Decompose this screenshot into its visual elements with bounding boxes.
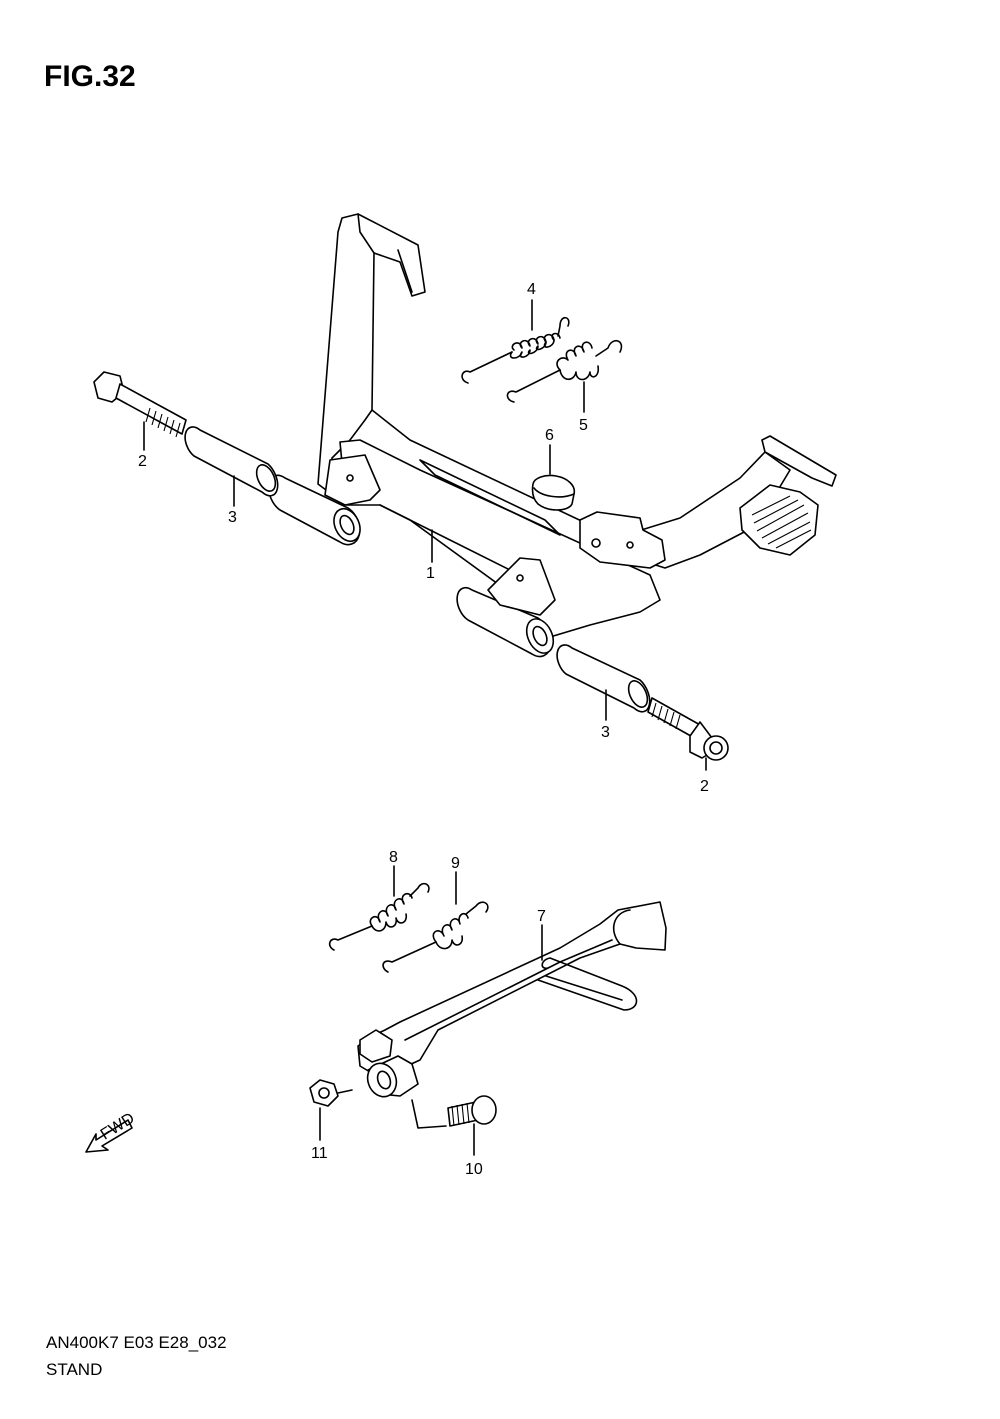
callouts: 1 2 3 4 5 6 3 2 7 8 9 11 10 bbox=[138, 281, 709, 1178]
callout-2-upper: 2 bbox=[138, 453, 147, 470]
callout-3-upper: 3 bbox=[228, 509, 237, 526]
diagram-code: AN400K7 E03 E28_032 bbox=[46, 1333, 227, 1352]
diagram-name: STAND bbox=[46, 1360, 103, 1379]
callout-4: 4 bbox=[527, 281, 536, 298]
fwd-arrow-icon: FWD bbox=[85, 1110, 138, 1153]
cap-6[interactable] bbox=[531, 474, 576, 511]
callout-1: 1 bbox=[426, 565, 435, 582]
bolt-lower[interactable] bbox=[647, 697, 729, 761]
side-stand[interactable] bbox=[357, 901, 667, 1101]
spring-8[interactable] bbox=[328, 882, 430, 951]
nut-11[interactable] bbox=[309, 1079, 339, 1107]
callout-2-lower: 2 bbox=[700, 778, 709, 795]
figure-title: FIG.32 bbox=[44, 60, 136, 93]
bolt-upper[interactable] bbox=[93, 371, 187, 438]
center-stand[interactable] bbox=[267, 213, 837, 658]
collar-upper[interactable] bbox=[184, 426, 279, 497]
callout-6: 6 bbox=[545, 427, 554, 444]
bolt-10[interactable] bbox=[447, 1095, 497, 1127]
callout-10: 10 bbox=[465, 1161, 483, 1178]
callout-11: 11 bbox=[311, 1145, 328, 1162]
callout-5: 5 bbox=[579, 417, 588, 434]
collar-lower[interactable] bbox=[556, 644, 651, 713]
spring-5[interactable] bbox=[506, 340, 623, 403]
callout-3-lower: 3 bbox=[601, 724, 610, 741]
callout-8: 8 bbox=[389, 849, 398, 866]
spring-4[interactable] bbox=[461, 316, 570, 384]
callout-7: 7 bbox=[537, 908, 546, 925]
callout-9: 9 bbox=[451, 855, 460, 872]
spring-9[interactable] bbox=[382, 901, 489, 973]
fwd-label: FWD bbox=[98, 1110, 138, 1144]
leader-lines bbox=[143, 299, 707, 1156]
